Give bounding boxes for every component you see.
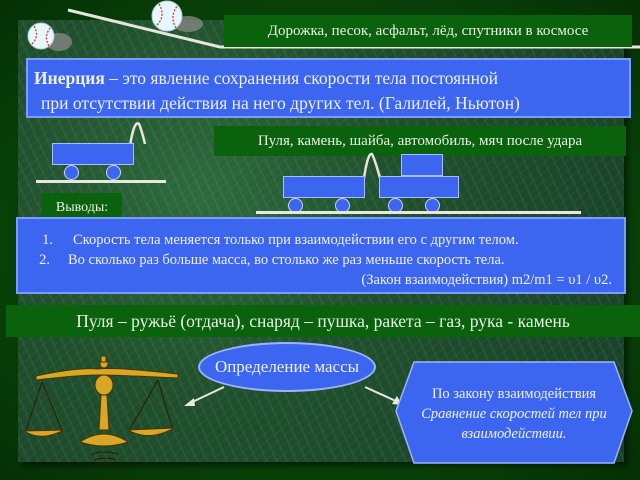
interaction-method-text: По закону взаимодействия Сравнение скоро… — [396, 384, 632, 444]
examples-label: Пуля, камень, шайба, автомобиль, мяч пос… — [214, 126, 626, 156]
conclusions-box: 1. Скорость тела меняется только при вза… — [16, 217, 626, 294]
hex-line-3: взаимодействии. — [461, 426, 567, 442]
cart-body-right — [379, 176, 459, 198]
cart-body-left — [283, 176, 365, 198]
baseball-icon — [151, 0, 203, 32]
conclusions-label: Выводы: — [42, 193, 122, 219]
arrow-left-icon — [184, 386, 225, 406]
item-text: Во сколько раз больше масса, во столько … — [68, 252, 505, 268]
hex-line-2: Сравнение скоростей тел при — [421, 406, 607, 422]
surfaces-label: Дорожка, песок, асфальт, лёд, спутники в… — [224, 15, 632, 47]
mass-definition-oval: Определение массы — [198, 342, 376, 392]
interaction-method-hexagon-shape — [395, 361, 633, 464]
rail — [36, 180, 166, 183]
definition-line-2: при отсутствии действия на него других т… — [41, 93, 520, 113]
interaction-examples-label: Пуля – ружьё (отдача), снаряд – пушка, р… — [6, 305, 640, 337]
hex-line-1: По закону взаимодействия — [431, 386, 597, 402]
interaction-law: (Закон взаимодействия) m2/m1 = υ1 / υ2. — [361, 272, 612, 288]
inertia-definition-box: Инерция – это явление сохранения скорост… — [26, 58, 631, 118]
baseball-icon — [27, 22, 72, 51]
wheel — [106, 165, 121, 180]
term-inertia: Инерция — [34, 68, 105, 88]
cart-body — [52, 143, 134, 165]
item-number: 1. — [42, 232, 53, 248]
definition-text-1: – это явление сохранения скорости тела п… — [104, 68, 499, 88]
rail — [256, 211, 581, 214]
wheel — [64, 165, 79, 180]
item-number: 2. — [39, 252, 50, 268]
conclusion-item-1: 1. Скорость тела меняется только при вза… — [18, 230, 624, 250]
balance-scale-icon — [22, 355, 179, 466]
item-text: Скорость тела меняется только при взаимо… — [73, 232, 519, 248]
spring-icon — [362, 152, 382, 179]
spring-icon — [128, 122, 147, 147]
cart-load — [401, 154, 443, 176]
definition-line-1: Инерция – это явление сохранения скорост… — [34, 66, 629, 91]
conclusion-item-2: 2. Во сколько раз больше масса, во столь… — [18, 250, 624, 270]
